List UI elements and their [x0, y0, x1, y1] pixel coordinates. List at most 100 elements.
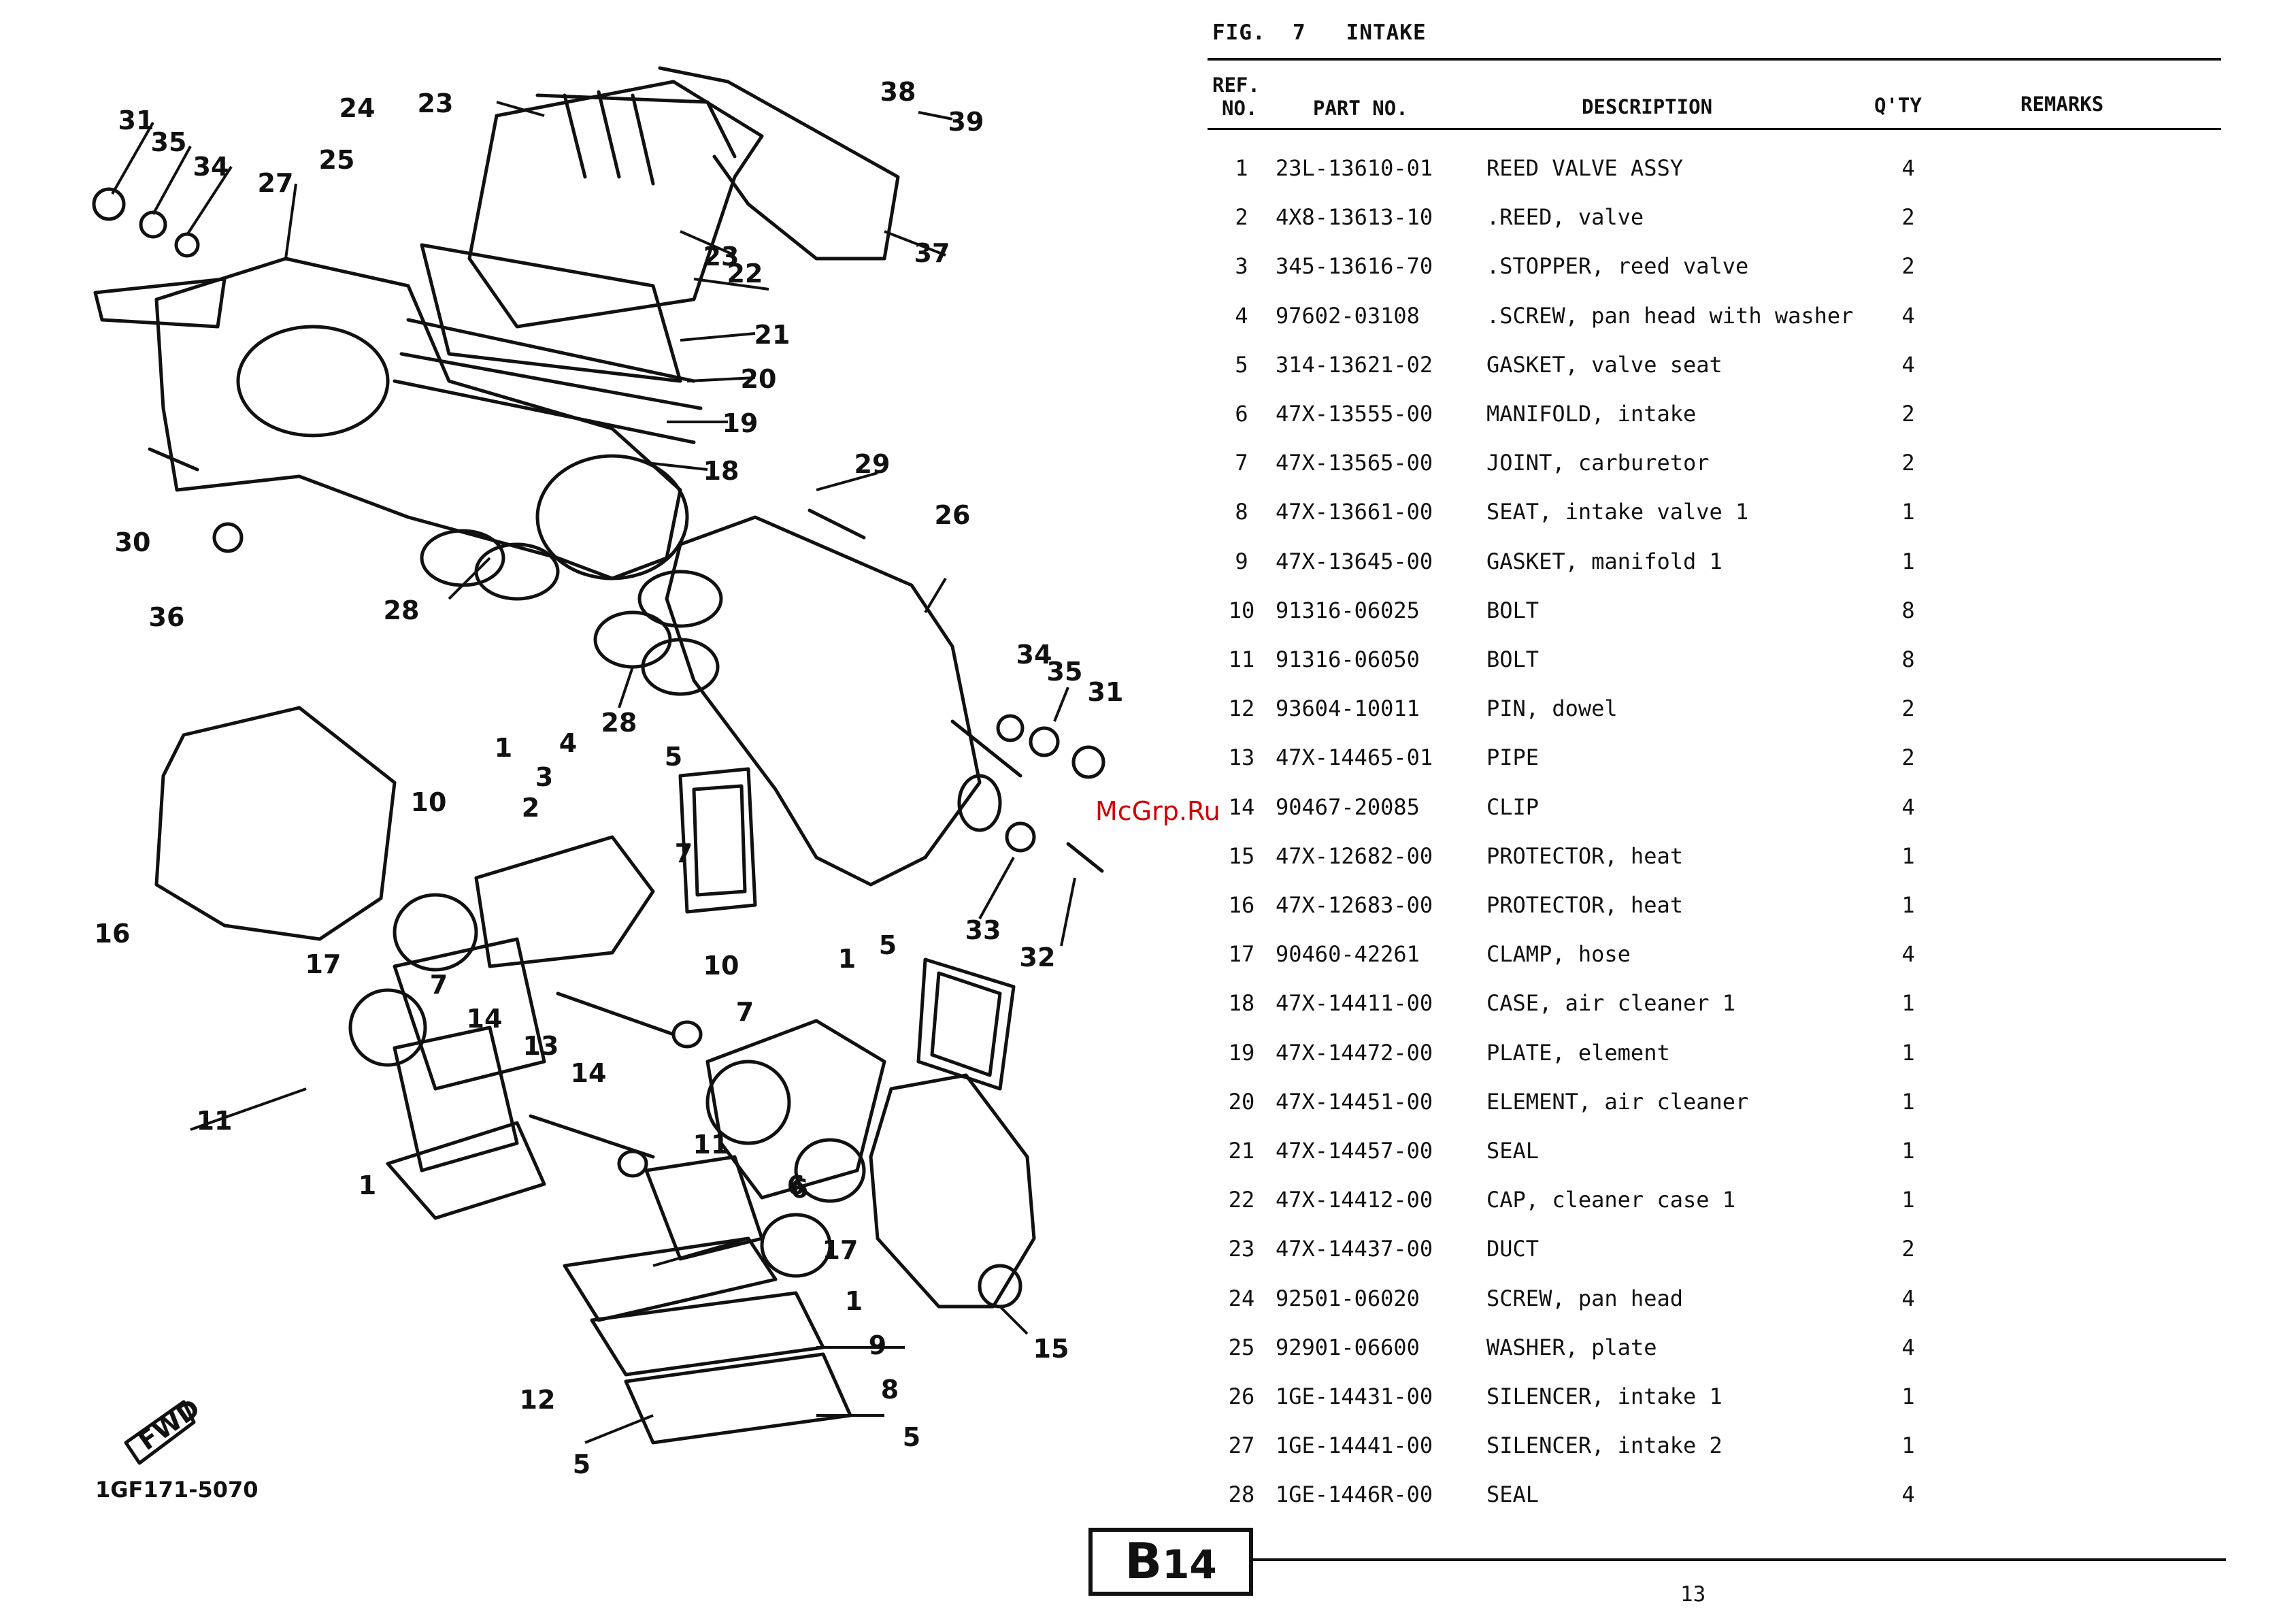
callout-number: 25: [319, 145, 355, 175]
callout-number: 34: [193, 152, 229, 182]
qty-cell: 1: [1901, 892, 1915, 918]
case-opening: [236, 325, 390, 438]
part-number-cell: 97602-03108: [1276, 302, 1420, 329]
qty-cell: 1: [1901, 1187, 1915, 1213]
ref-cell: 14: [1228, 793, 1255, 820]
duct-ribs: [535, 90, 737, 186]
callout-number: 12: [520, 1385, 556, 1415]
qty-cell: 2: [1901, 204, 1915, 231]
description-cell: BOLT: [1486, 646, 1540, 672]
callout-number: 33: [965, 915, 1001, 945]
qty-cell: 1: [1901, 1383, 1915, 1409]
header-part-no: PART NO.: [1313, 97, 1408, 120]
ref-cell: 6: [1235, 401, 1248, 427]
ref-cell: 8: [1235, 499, 1248, 525]
callout-number: 22: [727, 259, 763, 289]
part-number-cell: 47X-14472-00: [1276, 1039, 1433, 1066]
callout-number: 34: [1016, 640, 1052, 670]
section-code-letter: B: [1125, 1532, 1163, 1590]
description-cell: CLIP: [1486, 793, 1540, 820]
ref-cell: 16: [1228, 892, 1255, 918]
ref-cell: 9: [1235, 548, 1248, 574]
qty-cell: 2: [1901, 1236, 1915, 1262]
description-cell: PLATE, element: [1486, 1039, 1670, 1066]
section-code-number: 14: [1162, 1541, 1217, 1588]
callout-number: 35: [1047, 657, 1083, 687]
washer-34: [174, 232, 200, 258]
bracket-27: [93, 277, 227, 329]
part-number-cell: 23L-13610-01: [1276, 155, 1433, 181]
ref-cell: 26: [1228, 1383, 1255, 1409]
qty-cell: 4: [1901, 1481, 1915, 1508]
callout-number: 28: [601, 708, 637, 738]
description-cell: SEAT, intake valve 1: [1486, 499, 1749, 525]
header-top-rule: [1208, 58, 2221, 61]
part-number-cell: 47X-13565-00: [1276, 450, 1433, 476]
ref-cell: 17: [1228, 941, 1255, 968]
header-qty: Q'TY: [1874, 94, 1922, 117]
callout-number: 19: [722, 408, 759, 438]
callout-number: 14: [571, 1058, 607, 1088]
callout-number: 38: [880, 77, 916, 107]
air-cleaner-case: [154, 257, 682, 580]
callout-number: 23: [703, 242, 739, 272]
callout-number: 6: [791, 1174, 808, 1204]
reed-valve-right: [705, 1019, 886, 1200]
diagram-code: 1GF171-5070: [95, 1477, 259, 1503]
description-cell: .SCREW, pan head with washer: [1486, 302, 1854, 329]
qty-cell: 1: [1901, 1138, 1915, 1164]
silencer-26: [665, 515, 982, 887]
callout-number: 9: [869, 1330, 886, 1360]
callout-number: 39: [948, 107, 984, 137]
ref-cell: 24: [1228, 1285, 1255, 1311]
part-number-cell: 47X-14451-00: [1276, 1088, 1433, 1115]
description-cell: PIN, dowel: [1486, 695, 1618, 722]
description-cell: DUCT: [1486, 1236, 1540, 1262]
header-remarks: REMARKS: [2020, 93, 2104, 116]
part-number-cell: 47X-13661-00: [1276, 499, 1433, 525]
callout-number: 35: [151, 127, 187, 157]
callout-number: 28: [384, 595, 420, 625]
nut-31: [92, 187, 126, 221]
seat-8: [590, 1291, 825, 1377]
clamp-left: [348, 988, 427, 1067]
part-number-cell: 47X-12683-00: [1276, 892, 1433, 918]
callout-number: 26: [935, 500, 971, 530]
description-cell: SCREW, pan head: [1486, 1285, 1683, 1311]
qty-cell: 4: [1901, 1334, 1915, 1360]
fwd-arrow: [124, 1400, 196, 1465]
description-cell: .STOPPER, reed valve: [1486, 253, 1749, 280]
callout-number: 8: [881, 1375, 899, 1405]
ref-cell: 23: [1228, 1236, 1255, 1262]
description-cell: PROTECTOR, heat: [1486, 842, 1683, 869]
clamp-right: [794, 1138, 866, 1203]
callout-number: 5: [879, 930, 897, 960]
callout-number: 17: [305, 949, 342, 979]
part-number-cell: 4X8-13613-10: [1276, 204, 1433, 231]
part-number-cell: 1GE-14431-00: [1276, 1383, 1433, 1409]
description-cell: PROTECTOR, heat: [1486, 892, 1683, 918]
part-number-cell: 47X-12682-00: [1276, 842, 1433, 869]
figure-name: INTAKE: [1346, 20, 1427, 45]
qty-cell: 4: [1901, 1285, 1915, 1311]
figure-title: FIG. 7 INTAKE: [1212, 20, 1427, 45]
clip-14b: [617, 1149, 648, 1178]
gasket-5-right: [916, 957, 1016, 1091]
page-number: 13: [1680, 1582, 1706, 1607]
footer-rule: [1253, 1558, 2226, 1561]
description-cell: CASE, air cleaner 1: [1486, 990, 1736, 1017]
reed-valve-left: [474, 835, 655, 968]
part-number-cell: 92901-06600: [1276, 1334, 1420, 1360]
qty-cell: 2: [1901, 401, 1915, 427]
description-cell: JOINT, carburetor: [1486, 450, 1710, 476]
part-number-cell: 47X-14465-01: [1276, 744, 1433, 771]
part-number-cell: 1GE-1446R-00: [1276, 1481, 1433, 1508]
callout-number: 24: [339, 93, 376, 123]
description-cell: PIPE: [1486, 744, 1540, 771]
qty-cell: 1: [1901, 1039, 1915, 1066]
callout-number: 29: [854, 449, 891, 479]
silencer-outlet: [957, 774, 1002, 832]
qty-cell: 4: [1901, 793, 1915, 820]
qty-cell: 4: [1901, 941, 1915, 968]
